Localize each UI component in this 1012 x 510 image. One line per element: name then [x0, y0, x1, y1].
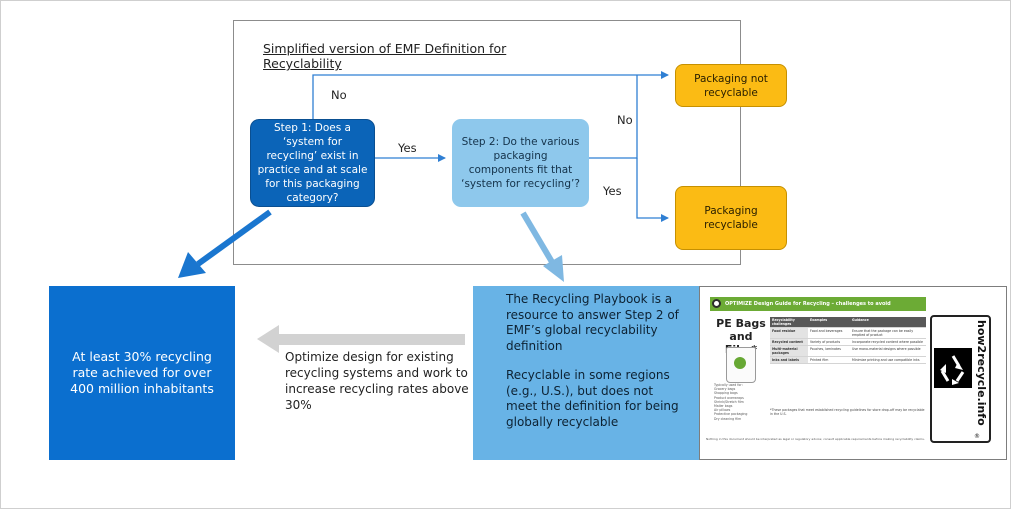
- big-arrow-shaft-right: [520, 211, 555, 264]
- table-cell: Minimize printing and use compatible ink…: [852, 358, 920, 362]
- table-cell: Inks and labels: [770, 357, 808, 363]
- table-cell: Variety of products: [810, 340, 841, 344]
- guide-note: *These packages that meet established re…: [770, 408, 925, 416]
- guide-use-item: Air pillows: [714, 408, 731, 413]
- outcome-not-recyclable: Packaging not recyclable: [675, 64, 787, 107]
- outcome-recyclable-text: Packaging recyclable: [704, 205, 758, 231]
- guide-use-item: Shopping bags: [714, 391, 738, 396]
- registered-mark: ®: [974, 433, 980, 440]
- grey-arrow-shaft: [279, 334, 465, 345]
- table-cell: Food and beverages: [810, 329, 843, 333]
- big-arrow-head-right: [543, 255, 564, 282]
- table-cell: Recycled content: [770, 339, 808, 345]
- big-arrow-head-left: [178, 252, 206, 278]
- guide-use-list: Typically used for: Grocery bags Shoppin…: [714, 383, 766, 421]
- threshold-box: At least 30% recycling rate achieved for…: [49, 286, 235, 460]
- playbook-paragraph-2: Recyclable in some regions (e.g., U.S.),…: [506, 368, 679, 429]
- guide-table: Recyclability challenges Examples Guidan…: [770, 317, 926, 364]
- threshold-text: At least 30% recycling rate achieved for…: [70, 349, 214, 396]
- playbook-paragraph-1: The Recycling Playbook is a resource to …: [506, 292, 679, 353]
- guide-footer: Nothing in this document should be inter…: [706, 437, 925, 441]
- label-no-top: No: [331, 88, 347, 102]
- guide-table-header: Recyclability challenges Examples Guidan…: [770, 317, 926, 328]
- table-cell: Pouches, laminates: [810, 347, 841, 351]
- big-arrow-shaft-left: [196, 209, 272, 267]
- table-row: Recycled content Variety of products Inc…: [770, 339, 926, 346]
- label-yes-right: Yes: [603, 184, 622, 198]
- how2recycle-url: how2recycle.info: [975, 320, 988, 426]
- table-cell: Incorporate recycled content where possi…: [852, 340, 923, 344]
- step1-box: Step 1: Does a ‘system for recycling’ ex…: [250, 119, 375, 207]
- guide-use-item: Dry cleaning film: [714, 416, 742, 421]
- label-no-right: No: [617, 113, 633, 127]
- guide-header: OPTIMIZE Design Guide for Recycling – ch…: [710, 297, 926, 311]
- grey-arrow-head: [257, 325, 279, 353]
- table-row: Inks and labels Printed film Minimize pr…: [770, 357, 926, 364]
- table-cell: Ensure that the package can be easily em…: [852, 329, 914, 337]
- outcome-recyclable: Packaging recyclable: [675, 186, 787, 250]
- guide-use-item: Shrink/Stretch film: [714, 399, 744, 404]
- outcome-not-recyclable-text: Packaging not recyclable: [694, 72, 768, 99]
- target-icon: [712, 299, 721, 308]
- step2-box: Step 2: Do the various packaging compone…: [452, 119, 589, 207]
- guide-use-item: Grocery bags: [714, 387, 736, 392]
- step2-text: Step 2: Do the various packaging compone…: [461, 136, 580, 190]
- table-cell: Use mono-material designs where possible: [852, 347, 921, 351]
- connector-yes-right: [636, 158, 669, 222]
- guide-table-header-cell: Recyclability challenges: [770, 317, 808, 327]
- table-row: Multi-material packages Pouches, laminat…: [770, 346, 926, 357]
- guide-use-item: Typically used for:: [714, 383, 743, 387]
- label-yes-mid: Yes: [398, 141, 417, 155]
- recycle-symbol-icon: [934, 348, 972, 388]
- step1-text: Step 1: Does a ‘system for recycling’ ex…: [257, 122, 368, 204]
- table-row: Food residue Food and beverages Ensure t…: [770, 328, 926, 339]
- leaf-icon: [734, 357, 746, 369]
- flowchart-title: Simplified version of EMF Definition for…: [263, 41, 507, 71]
- guide-use-item: Product overwraps: [714, 395, 744, 400]
- connector-no-top: [312, 71, 669, 119]
- guide-table-header-cell: Examples: [808, 317, 850, 327]
- optimize-text: Optimize design for existing recycling s…: [285, 350, 469, 412]
- playbook-box: The Recycling Playbook is a resource to …: [473, 286, 700, 460]
- table-cell: Food residue: [770, 328, 808, 338]
- table-cell: Multi-material packages: [770, 346, 808, 356]
- guide-use-item: Protective packaging: [714, 412, 748, 417]
- table-cell: Printed film: [810, 358, 829, 362]
- guide-table-header-cell: Guidance: [850, 317, 926, 327]
- guide-use-item: Mailer bags: [714, 404, 733, 409]
